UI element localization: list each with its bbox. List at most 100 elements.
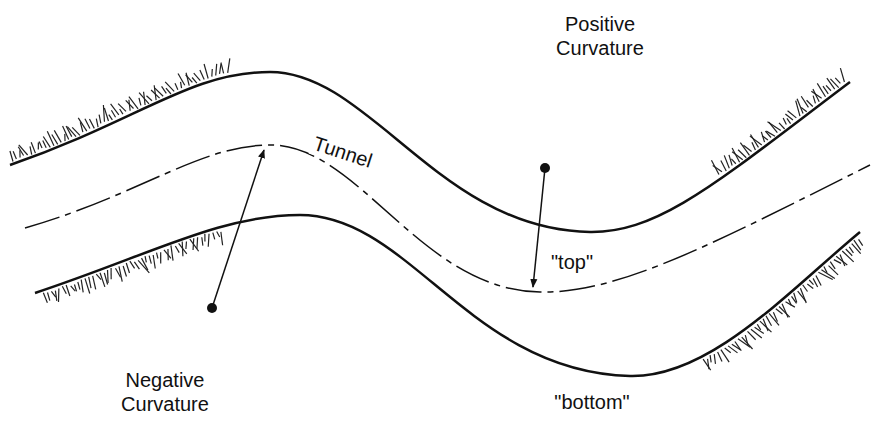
grass-stroke <box>145 256 146 262</box>
grass-stroke <box>807 100 813 106</box>
grass-stroke <box>811 91 821 98</box>
grass-stroke <box>801 107 807 111</box>
grass-stroke <box>119 266 122 281</box>
grass-stroke <box>134 262 139 269</box>
grass-stroke <box>180 82 182 88</box>
grass-stroke <box>139 93 149 104</box>
grass-stroke <box>162 86 167 93</box>
grass-stroke <box>43 293 47 303</box>
callout-label: Positive Curvature <box>542 12 658 60</box>
grass-stroke <box>735 341 741 349</box>
grass-stroke <box>111 104 119 115</box>
grass-stroke <box>38 142 39 149</box>
grass-stroke <box>186 75 193 83</box>
grass-stroke <box>104 273 107 285</box>
grass-stroke <box>149 256 151 264</box>
grass-stroke <box>809 280 813 285</box>
grass-stroke <box>788 111 797 118</box>
grass-stroke <box>710 355 711 362</box>
grass-stroke <box>800 288 806 303</box>
grass-stroke <box>766 131 775 136</box>
tunnel-label: Tunnel <box>309 131 378 174</box>
grass-stroke <box>165 82 174 91</box>
grass-stroke <box>849 247 853 253</box>
grass-stroke <box>85 119 90 129</box>
grass-stroke <box>67 127 76 137</box>
grass-stroke <box>782 304 788 318</box>
grass-stroke <box>842 251 853 262</box>
grass-stroke <box>182 241 184 256</box>
grass-stroke <box>194 73 201 80</box>
grass-stroke <box>752 142 756 150</box>
grass-stroke <box>834 260 841 264</box>
leader-arrow <box>212 150 264 308</box>
grass-stroke <box>47 131 54 145</box>
grass-stroke <box>55 291 56 301</box>
grass-stroke <box>120 109 123 114</box>
grass-stroke <box>708 359 709 369</box>
grass-stroke <box>110 268 111 279</box>
grass-stroke <box>718 352 722 361</box>
grass-stroke <box>78 282 80 290</box>
grass-stroke <box>196 237 198 249</box>
grass-stroke <box>202 237 203 245</box>
grass-stroke <box>126 263 129 273</box>
grass-stroke <box>762 136 768 140</box>
grass-stroke <box>66 285 70 296</box>
grass-stroke <box>160 252 161 263</box>
leader-dot <box>540 163 550 173</box>
grass-stroke <box>821 270 834 279</box>
grass-stroke <box>787 118 791 123</box>
grass-stroke <box>153 255 155 269</box>
grass-stroke <box>13 151 16 159</box>
grass-stroke <box>773 312 777 321</box>
grass-stroke <box>58 289 60 302</box>
tunnel-upper-wall <box>10 72 850 232</box>
grass-stroke <box>779 123 785 129</box>
grass-stroke <box>817 83 825 96</box>
grass-stroke <box>731 159 735 164</box>
grass-stroke <box>185 242 187 249</box>
grass-stroke <box>813 278 818 287</box>
grass-stroke <box>840 255 845 267</box>
grass-stroke <box>750 136 762 145</box>
grass-stroke <box>840 68 844 82</box>
grass-stroke <box>142 258 148 270</box>
grass-stroke <box>221 64 223 74</box>
grass-stroke <box>211 69 213 77</box>
grass-stroke <box>745 335 748 346</box>
grass-stroke <box>81 280 83 293</box>
grass-stroke <box>200 70 204 80</box>
grass-stroke <box>103 105 104 122</box>
grass-stroke <box>74 285 76 292</box>
region-label: "top" <box>549 250 595 274</box>
grass-stroke <box>807 284 813 288</box>
grass-stroke <box>93 276 96 290</box>
grass-stroke <box>43 136 50 147</box>
grass-stroke <box>803 285 808 292</box>
grass-stroke <box>129 97 138 109</box>
grass-stroke <box>217 232 220 237</box>
grass-stroke <box>204 234 205 242</box>
grass-stroke <box>19 145 28 155</box>
grass-stroke <box>835 78 840 83</box>
grass-stroke <box>130 261 135 268</box>
grass-stroke <box>830 262 835 269</box>
grass-stroke <box>192 238 194 250</box>
grass-stroke <box>767 122 780 131</box>
tunnel-lower-wall <box>35 215 860 376</box>
grass-stroke <box>72 127 80 135</box>
grass-stroke <box>62 286 66 293</box>
grass-stroke <box>738 150 746 158</box>
tunnel-centerline <box>25 145 870 292</box>
grass-stroke <box>813 96 815 104</box>
grass-stroke <box>30 146 32 154</box>
grass-stroke <box>859 239 863 245</box>
grass-stroke <box>48 293 50 301</box>
grass-stroke <box>175 246 179 253</box>
grass-stroke <box>824 266 827 272</box>
grass-stroke <box>816 276 821 286</box>
leader-dot <box>207 303 217 313</box>
grass-stroke <box>228 58 230 73</box>
grass-stroke <box>213 233 215 240</box>
